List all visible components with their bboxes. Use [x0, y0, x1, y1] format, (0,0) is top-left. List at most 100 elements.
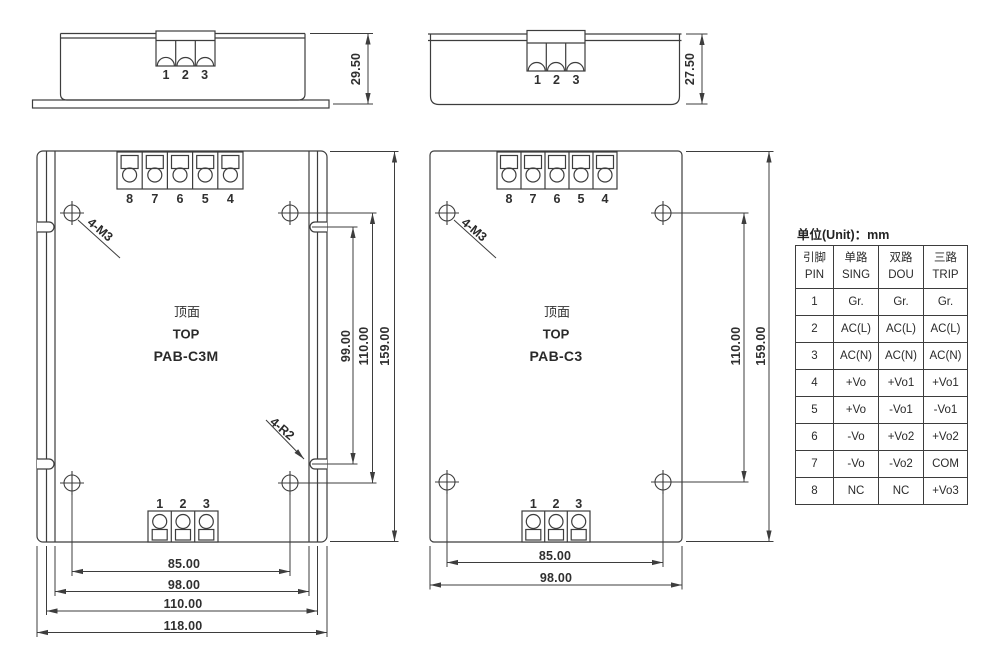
cell-pin: 3	[795, 342, 834, 370]
cell: -Vo	[833, 450, 879, 478]
cell: -Vo	[833, 423, 879, 451]
dim-height-side1: 29.50	[348, 52, 363, 85]
dim-height: 110.00	[356, 326, 371, 366]
header-cn: 双路	[889, 252, 913, 265]
side-view-pab-c3m	[31, 30, 373, 109]
cell: NC	[833, 477, 879, 505]
pin-label: 4	[601, 191, 609, 206]
dim-height: 110.00	[728, 326, 743, 366]
cell: +Vo1	[923, 369, 968, 397]
dim-width: 98.00	[167, 577, 201, 592]
pin-label: 5	[201, 191, 209, 206]
cell: Gr.	[878, 288, 924, 316]
cell: AC(N)	[833, 342, 879, 370]
pin-label: 1	[156, 496, 164, 511]
model-label: PAB-C3M	[153, 348, 219, 364]
face-label-cn: 顶面	[173, 304, 201, 319]
dim-height-side2: 27.50	[682, 52, 697, 86]
col-header-dou: 双路 DOU	[878, 245, 924, 289]
cell-pin: 8	[795, 477, 834, 505]
dim-height: 159.00	[377, 326, 392, 366]
cell: AC(N)	[923, 342, 968, 370]
col-header-pin: 引脚 PIN	[795, 245, 834, 289]
dim-width: 98.00	[539, 570, 573, 585]
cell: +Vo	[833, 396, 879, 424]
pin-label: 2	[552, 496, 560, 511]
face-label-cn: 顶面	[543, 304, 571, 319]
face-label-en: TOP	[172, 326, 200, 342]
cell: +Vo1	[878, 369, 924, 397]
dim-width: 110.00	[163, 596, 203, 611]
cell: NC	[878, 477, 924, 505]
width-dimensions	[429, 491, 683, 590]
pin-label: 2	[179, 496, 187, 511]
mounting-screws	[435, 201, 675, 494]
height-dimensions	[302, 151, 399, 542]
cell: AC(L)	[878, 315, 924, 343]
cell: AC(L)	[923, 315, 968, 343]
terminal-block-3p	[521, 510, 591, 543]
table-row: 6-Vo+Vo2+Vo2	[795, 423, 968, 451]
cell: +Vo	[833, 369, 879, 397]
terminal-block-5p	[496, 151, 618, 190]
pin-label: 7	[151, 191, 159, 206]
cell-pin: 5	[795, 396, 834, 424]
pin-label: 8	[505, 191, 513, 206]
height-dimensions	[672, 151, 774, 542]
cell: COM	[923, 450, 968, 478]
pin-label: 7	[529, 191, 537, 206]
cell-pin: 1	[795, 288, 834, 316]
header-cn: 引脚	[803, 252, 826, 265]
pin-label: 6	[176, 191, 184, 206]
side2-pin-label: 1	[534, 72, 541, 87]
header-cn: 三路	[934, 252, 957, 265]
header-en: SING	[841, 269, 871, 281]
side2-pin-label: 3	[572, 72, 580, 87]
face-label-en: TOP	[542, 326, 570, 342]
cell: Gr.	[923, 288, 968, 316]
side1-pin-label: 3	[201, 67, 209, 82]
cell: AC(L)	[833, 315, 879, 343]
pin-label: 3	[575, 496, 583, 511]
mounting-screws	[60, 201, 302, 495]
cell-pin: 7	[795, 450, 834, 478]
width-dimensions	[36, 492, 328, 637]
pin-label: 3	[202, 496, 210, 511]
top-view-pab-c3	[429, 150, 774, 590]
cell-pin: 4	[795, 369, 834, 397]
table-row: 5+Vo-Vo1-Vo1	[795, 396, 968, 424]
terminal-block-3p-side	[155, 30, 216, 67]
header-en: PIN	[804, 269, 825, 281]
dim-width: 85.00	[167, 556, 201, 571]
header-en: DOU	[888, 269, 914, 281]
cell-pin: 6	[795, 423, 834, 451]
cell: -Vo1	[923, 396, 968, 424]
dim-27-50	[686, 33, 708, 105]
pin-label: 4	[226, 191, 234, 206]
dim-width: 118.00	[163, 618, 203, 633]
dim-width: 85.00	[538, 548, 572, 563]
model-label: PAB-C3	[529, 348, 583, 364]
pin-label: 1	[529, 496, 537, 511]
top-view-pab-c3m	[36, 150, 399, 637]
side1-pin-label: 1	[162, 67, 170, 82]
cell: AC(N)	[878, 342, 924, 370]
pin-label: 8	[126, 191, 134, 206]
terminal-block-3p-side	[526, 29, 586, 72]
pin-label: 5	[577, 191, 585, 206]
cell: -Vo1	[878, 396, 924, 424]
terminal-block-5p	[116, 151, 244, 190]
cell: -Vo2	[878, 450, 924, 478]
dim-height: 99.00	[338, 329, 353, 363]
cell-pin: 2	[795, 315, 834, 343]
